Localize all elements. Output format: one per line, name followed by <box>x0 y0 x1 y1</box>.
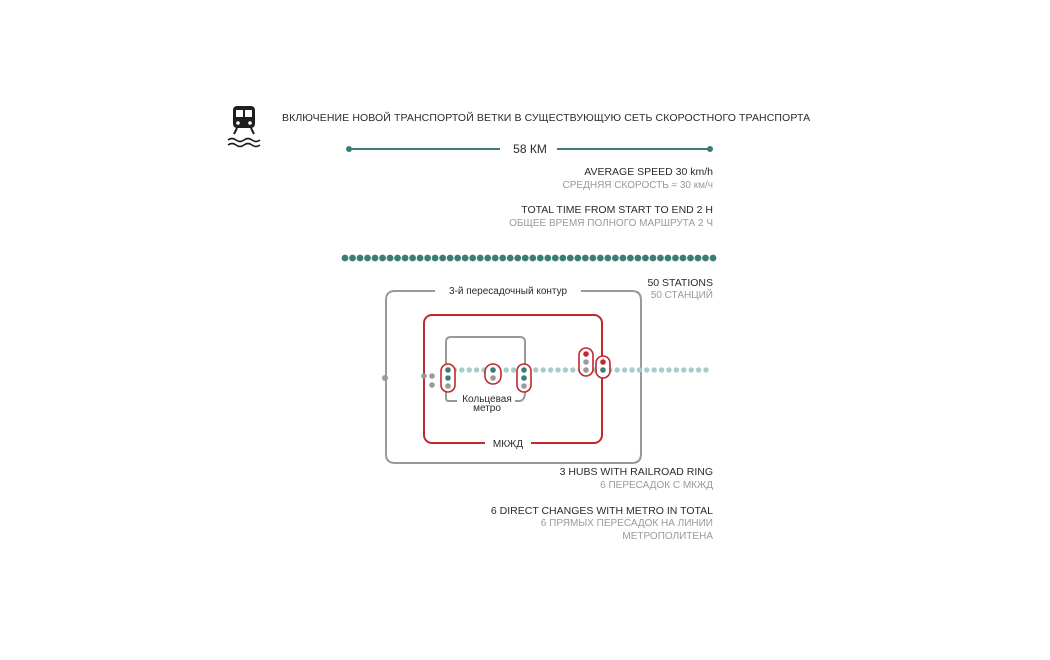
station-dot <box>364 254 371 262</box>
line-station-dot <box>666 367 672 373</box>
line-station-dot <box>636 367 643 373</box>
line-station-dot <box>540 367 546 373</box>
station-dot <box>664 254 672 262</box>
line-station-dot <box>533 367 539 373</box>
line-station-dot <box>614 367 620 373</box>
line-station-dot <box>644 367 650 373</box>
time-en: TOTAL TIME FROM START TO END 2 H <box>521 204 713 216</box>
station-dot <box>394 254 401 262</box>
station-dot <box>626 254 634 262</box>
station-dot <box>506 254 514 262</box>
station-dot <box>581 254 589 262</box>
speed-ru: СРЕДНЯЯ СКОРОСТЬ ≈ 30 км/ч <box>562 180 713 191</box>
line-station-dot <box>503 367 509 373</box>
station-dot <box>424 254 432 262</box>
station-dot <box>687 254 694 262</box>
station-dot <box>551 254 559 262</box>
station-dot <box>491 254 499 262</box>
station-dot <box>476 254 484 262</box>
line-station-dot <box>555 367 561 373</box>
station-dot <box>416 254 424 262</box>
station-dots-row <box>340 251 718 263</box>
station-dot <box>379 254 386 262</box>
station-dot <box>341 254 349 262</box>
station-dot <box>544 254 552 262</box>
line-station-dot <box>621 367 628 373</box>
station-dot <box>439 254 447 262</box>
station-dot <box>529 254 537 262</box>
line-station-dot <box>688 367 694 373</box>
line-station-dot <box>547 367 554 373</box>
hubs-en: 3 HUBS WITH RAILROAD RING <box>559 466 713 478</box>
network-diagram: 3-й пересадочный контур Кольцевая метро … <box>375 280 720 470</box>
line-station-dot <box>562 367 569 373</box>
line-station-dot <box>703 367 709 373</box>
line-station-dot <box>459 367 465 373</box>
station-dot <box>679 254 687 262</box>
stations-ru: 50 СТАНЦИЙ <box>650 290 713 301</box>
station-dot <box>431 254 439 262</box>
station-dot <box>694 254 702 262</box>
line-station-dot <box>673 367 680 373</box>
station-dot <box>536 254 544 262</box>
station-dot <box>611 254 619 262</box>
line-station-dot <box>510 367 517 373</box>
line-station-dot <box>695 367 702 373</box>
station-dot <box>634 254 642 262</box>
route-length-line <box>345 140 715 158</box>
station-dot <box>484 254 492 262</box>
station-dot <box>356 254 364 262</box>
line-station-dot <box>658 367 665 373</box>
station-dot <box>649 254 657 262</box>
station-dot <box>514 254 522 262</box>
railroad-ring-label: МКЖД <box>493 439 523 450</box>
station-dot <box>349 254 356 262</box>
station-dot <box>709 254 717 262</box>
speed-en: AVERAGE SPEED 30 km/h <box>584 166 713 178</box>
line-station-dot <box>473 367 480 373</box>
line-station-dot <box>681 367 687 373</box>
time-ru: ОБЩЕЕ ВРЕМЯ ПОЛНОГО МАРШРУТА 2 Ч <box>509 218 713 229</box>
outer-contour <box>385 290 642 464</box>
station-dot <box>642 254 649 262</box>
station-dot <box>386 254 394 262</box>
metro-ring-label-1: Кольцевая <box>462 394 512 405</box>
station-dot <box>409 254 416 262</box>
station-dot <box>672 254 679 262</box>
line-station-dot <box>570 367 576 373</box>
hubs-ru: 6 ПЕРЕСАДОК С МКЖД <box>600 480 713 491</box>
outer-contour-label: 3-й пересадочный контур <box>449 286 568 297</box>
station-dot <box>596 254 604 262</box>
station-dot <box>574 254 582 262</box>
station-dot <box>521 254 529 262</box>
route-length-label: 58 КМ <box>513 142 547 156</box>
station-dot <box>657 254 664 262</box>
station-dot <box>566 254 574 262</box>
stations-en: 50 STATIONS <box>647 277 713 289</box>
line-station-dot <box>466 367 472 373</box>
metro-ring-label-2: метро <box>473 403 501 414</box>
station-dot <box>401 254 409 262</box>
station-dot <box>454 254 462 262</box>
changes-ru-2: МЕТРОПОЛИТЕНА <box>622 531 713 542</box>
station-dot <box>559 254 567 262</box>
station-dot <box>619 254 627 262</box>
station-dot <box>702 254 709 262</box>
metro-ring <box>445 336 526 402</box>
station-dot <box>371 254 379 262</box>
line-station-dot <box>651 367 657 373</box>
line-station-dot <box>629 367 635 373</box>
station-dot <box>461 254 469 262</box>
changes-ru-1: 6 ПРЯМЫХ ПЕРЕСАДОК НА ЛИНИИ <box>540 518 713 529</box>
station-dot <box>469 254 477 262</box>
changes-en: 6 DIRECT CHANGES WITH METRO IN TOTAL <box>490 505 713 517</box>
station-dot <box>446 254 454 262</box>
page-title: ВКЛЮЧЕНИЕ НОВОЙ ТРАНСПОРТОЙ ВЕТКИ В СУЩЕ… <box>282 112 811 124</box>
station-dot <box>589 254 597 262</box>
station-dot <box>499 254 507 262</box>
station-dot <box>604 254 612 262</box>
train-icon <box>226 104 262 150</box>
